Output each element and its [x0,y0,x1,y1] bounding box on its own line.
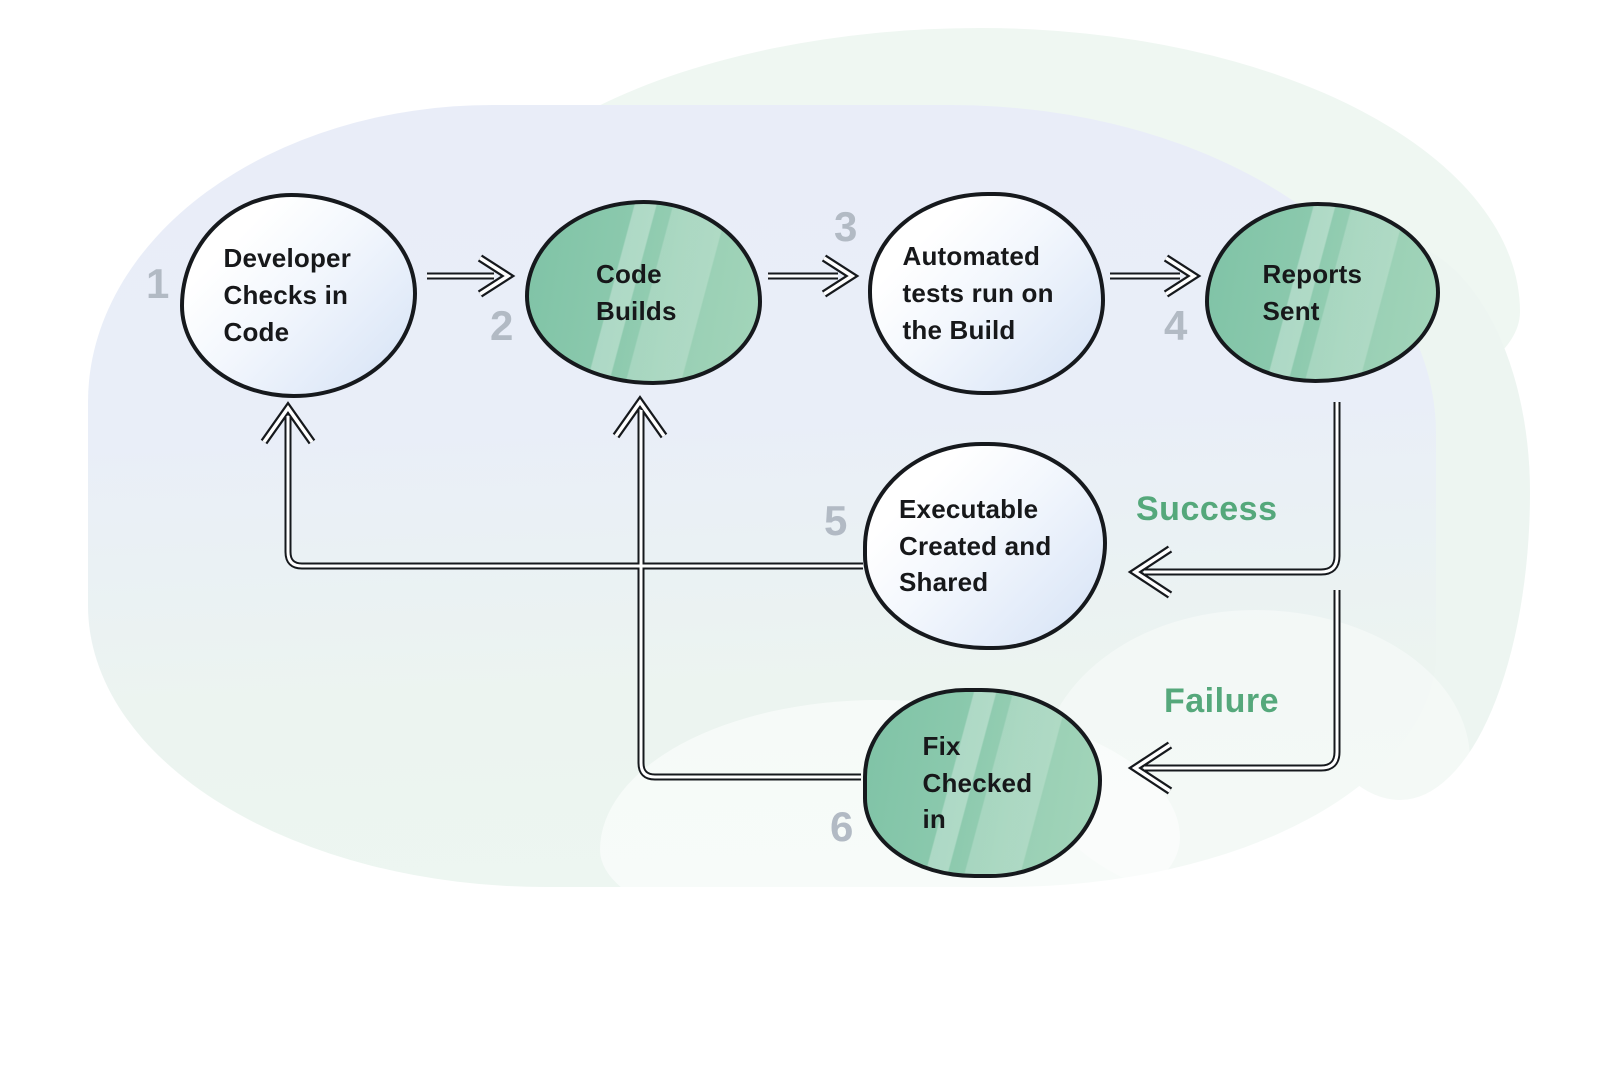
node-label: Executable Created and Shared [899,493,1052,598]
edge-failure-branch [1144,590,1341,772]
step-number-3: 3 [834,203,858,250]
node-automated-tests-run: Automated tests run on the Build [868,192,1105,395]
node-fix-checked-in: Fix Checked in [863,688,1102,878]
edge-success-return [284,416,863,570]
node-label: Developer Checks in Code [223,243,352,347]
edge-success-branch [1144,402,1341,576]
node-executable-created-shared: Executable Created and Shared [863,442,1107,650]
step-number-6: 6 [830,803,854,850]
success-label: Success [1136,490,1278,528]
node-developer-checks-in-code: Developer Checks in Code [180,193,417,398]
node-code-builds: Code Builds [525,200,762,385]
step-number-5: 5 [824,497,848,544]
background-blob-white-wave-2 [1040,610,1470,910]
step-number-1: 1 [146,260,170,307]
failure-label: Failure [1164,682,1279,720]
edge-failure-return [637,410,861,781]
node-reports-sent: Reports Sent [1205,202,1440,383]
step-number-2: 2 [490,302,514,349]
node-label: Code Builds [596,258,677,326]
node-label: Fix Checked in [922,730,1033,835]
node-label: Automated tests run on the Build [902,241,1054,345]
node-label: Reports Sent [1262,258,1363,326]
step-number-4: 4 [1164,302,1188,349]
